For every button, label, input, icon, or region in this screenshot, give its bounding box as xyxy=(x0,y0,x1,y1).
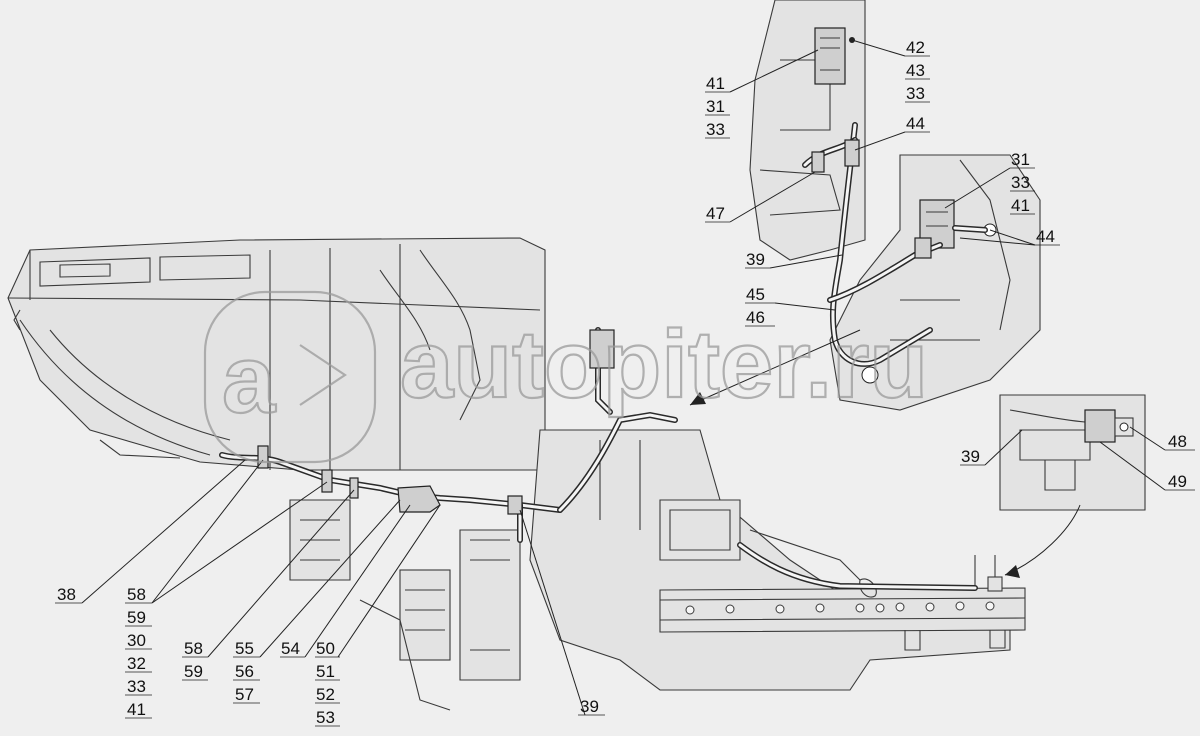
callout-39: 39 xyxy=(746,250,765,269)
pointer-arrows xyxy=(689,329,1081,578)
callout-47: 47 xyxy=(706,204,725,223)
callout-32: 32 xyxy=(127,654,146,673)
callout-33: 33 xyxy=(906,84,925,103)
callout-39: 39 xyxy=(580,697,599,716)
engine-area xyxy=(289,429,1011,711)
callout-41: 41 xyxy=(1011,196,1030,215)
callout-31: 31 xyxy=(1011,150,1030,169)
callout-30: 30 xyxy=(127,631,146,650)
frame-rail xyxy=(659,555,1026,651)
callout-57: 57 xyxy=(235,685,254,704)
callout-58: 58 xyxy=(184,639,203,658)
leader-lines xyxy=(55,39,1195,727)
watermark-logo-glyph: a xyxy=(222,326,276,433)
callout-44: 44 xyxy=(906,114,925,133)
watermark: a autopiter.ru xyxy=(203,290,929,464)
callout-42: 42 xyxy=(906,38,925,57)
watermark-arrow-icon xyxy=(299,344,347,406)
callout-59: 59 xyxy=(184,662,203,681)
callout-41: 41 xyxy=(706,74,725,93)
callout-58: 58 xyxy=(127,585,146,604)
callout-49: 49 xyxy=(1168,472,1187,491)
callout-55: 55 xyxy=(235,639,254,658)
sensor-inset xyxy=(999,394,1146,511)
callout-46: 46 xyxy=(746,308,765,327)
callout-51: 51 xyxy=(316,662,335,681)
callout-41: 41 xyxy=(127,700,146,719)
callout-48: 48 xyxy=(1168,432,1187,451)
callout-44: 44 xyxy=(1036,227,1055,246)
callout-33: 33 xyxy=(127,677,146,696)
callout-45: 45 xyxy=(746,285,765,304)
harness-connectors xyxy=(257,139,932,515)
callout-43: 43 xyxy=(906,61,925,80)
callout-59: 59 xyxy=(127,608,146,627)
callout-33: 33 xyxy=(1011,173,1030,192)
cab-body xyxy=(7,237,546,471)
callout-33: 33 xyxy=(706,120,725,139)
callout-54: 54 xyxy=(281,639,300,658)
callout-31: 31 xyxy=(706,97,725,116)
callout-52: 52 xyxy=(316,685,335,704)
upper-inset xyxy=(749,0,1041,411)
watermark-text: autopiter.ru xyxy=(400,311,928,418)
callout-38: 38 xyxy=(57,585,76,604)
callout-56: 56 xyxy=(235,662,254,681)
callout-labels: 42 43 33 41 31 33 44 31 33 41 47 44 39 4… xyxy=(57,38,1187,727)
callout-53: 53 xyxy=(316,708,335,727)
callout-50: 50 xyxy=(316,639,335,658)
watermark-logo-frame xyxy=(203,290,377,464)
wiring-harness xyxy=(219,122,988,591)
callout-39: 39 xyxy=(961,447,980,466)
